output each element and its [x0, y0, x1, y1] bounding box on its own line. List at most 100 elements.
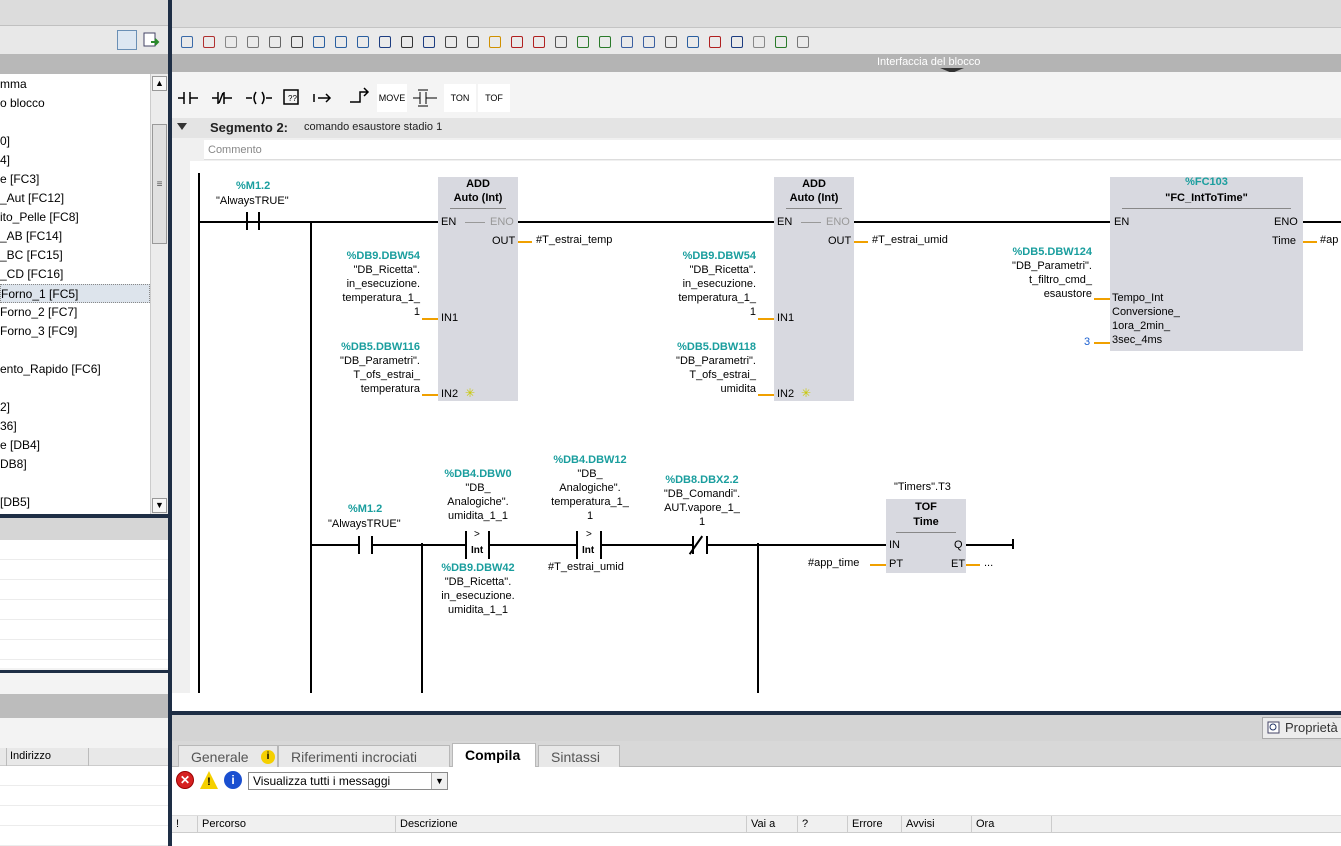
fc-in-operand[interactable]: %DB5.DBW124 "DB_Parametri". t_filtro_cmd… [1012, 246, 1092, 300]
cmp1-type[interactable]: Int [471, 545, 484, 556]
tof-instance[interactable]: "Timers".T3 [894, 481, 951, 493]
scroll-up-icon[interactable]: ▲ [152, 76, 167, 91]
tree-item[interactable] [0, 113, 150, 132]
segment-description[interactable]: comando esaustore stadio 1 [304, 121, 443, 133]
tree-item[interactable] [0, 474, 150, 493]
scroll-thumb[interactable]: ≡ [152, 124, 167, 244]
warnings-filter-icon[interactable]: ! [200, 771, 218, 789]
reference-back-icon[interactable] [639, 32, 657, 50]
block-pattern-icon[interactable] [265, 32, 283, 50]
tab-compila[interactable]: Compila [452, 743, 536, 768]
collapse-icon[interactable] [177, 123, 187, 130]
tree-item[interactable]: [DB5] [0, 495, 31, 509]
errors-filter-icon[interactable]: ✕ [176, 771, 194, 789]
info-filter-icon[interactable]: i [224, 771, 242, 789]
tree-item[interactable]: 36] [0, 419, 17, 433]
expand-all-icon[interactable] [375, 32, 393, 50]
collapse-icon[interactable] [397, 32, 415, 50]
navigate-up-icon[interactable] [463, 32, 481, 50]
contact-2-address[interactable]: %M1.2 [348, 503, 383, 515]
add-row-icon[interactable] [243, 32, 261, 50]
fc103-address[interactable]: %FC103 [1185, 176, 1228, 188]
goto-error-next-icon[interactable] [529, 32, 547, 50]
bottom-splitter[interactable] [172, 711, 1341, 715]
tree-item[interactable]: ento_Rapido [FC6] [0, 362, 101, 376]
insert-segment-icon[interactable] [177, 32, 195, 50]
main-splitter[interactable] [168, 0, 172, 846]
add2-in1-operand[interactable]: %DB9.DBW54 "DB_Ricetta". in_esecuzione. … [678, 250, 756, 318]
favorite-instructions[interactable]: ?? [174, 84, 514, 112]
jump-next-icon[interactable] [727, 32, 745, 50]
column-header[interactable]: Avvisi [902, 816, 972, 832]
left-splitter-1[interactable] [0, 514, 168, 518]
column-header[interactable]: Percorso [198, 816, 396, 832]
tree-scrollbar[interactable]: ▲ ≡ ▼ [150, 74, 168, 514]
cmp1-operand-b[interactable]: %DB9.DBW42 "DB_Ricetta". in_esecuzione. … [441, 562, 515, 616]
comment-icon[interactable] [353, 32, 371, 50]
toggle-display-icon[interactable] [683, 32, 701, 50]
view-details-icon[interactable] [309, 32, 327, 50]
tree-item[interactable]: 0] [0, 134, 11, 148]
segment-comment[interactable]: Commento [204, 140, 1341, 160]
tof-type[interactable]: Time [913, 516, 939, 528]
ton-instruction[interactable]: TON [444, 84, 476, 112]
add2-add-input-icon[interactable]: ✳ [801, 386, 812, 400]
cmp2-type[interactable]: Int [582, 545, 595, 556]
segment-header[interactable]: Segmento 2: comando esaustore stadio 1 [172, 118, 1341, 138]
tree-item[interactable]: Forno_2 [FC7] [0, 305, 78, 319]
fc-out-var[interactable]: #ap [1320, 234, 1339, 246]
properties-button[interactable]: Proprietà [1262, 717, 1341, 739]
tree-item[interactable]: 2] [0, 400, 11, 414]
tree-item[interactable]: _Aut [FC12] [0, 191, 65, 205]
view-all-segments-icon[interactable] [287, 32, 305, 50]
column-header[interactable]: ? [798, 816, 848, 832]
add2-in2-operand[interactable]: %DB5.DBW118 "DB_Parametri". T_ofs_estrai… [676, 341, 756, 395]
contact-1-name[interactable]: "AlwaysTRUE" [216, 195, 289, 207]
tof-pt-var[interactable]: #app_time [808, 557, 860, 569]
contact-2-name[interactable]: "AlwaysTRUE" [328, 518, 401, 530]
online-icon[interactable] [771, 32, 789, 50]
fc103-name[interactable]: "FC_IntToTime" [1165, 192, 1248, 204]
tree-item[interactable]: Forno_1 [FC5] [0, 284, 150, 303]
add2-type[interactable]: Auto (Int) [789, 192, 839, 204]
tree-item[interactable] [0, 379, 150, 398]
add1-in1-operand[interactable]: %DB9.DBW54 "DB_Ricetta". in_esecuzione. … [342, 250, 420, 318]
jump-prev-icon[interactable] [705, 32, 723, 50]
left-splitter-2[interactable] [0, 670, 168, 673]
add1-out-var[interactable]: #T_estrai_temp [536, 234, 613, 246]
tree-item[interactable]: _AB [FC14] [0, 229, 63, 243]
tof-et-var[interactable]: ... [984, 557, 994, 569]
jump-icon[interactable] [661, 32, 679, 50]
tree-item[interactable]: 4] [0, 153, 11, 167]
cmp2-operand-b[interactable]: #T_estrai_umid [548, 561, 624, 573]
tree-item[interactable]: _CD [FC16] [0, 267, 64, 281]
move-instruction[interactable]: MOVE [377, 84, 407, 112]
contact-1-address[interactable]: %M1.2 [236, 180, 271, 192]
close-all-icon[interactable] [441, 32, 459, 50]
empty-box-instruction[interactable] [410, 86, 440, 110]
column-header[interactable]: Errore [848, 816, 902, 832]
open-all-icon[interactable] [419, 32, 437, 50]
watch-icon[interactable] [749, 32, 767, 50]
snapshot-icon[interactable] [793, 32, 811, 50]
nc-contact-operand[interactable]: %DB8.DBX2.2 "DB_Comandi". AUT.vapore_1_ … [663, 474, 741, 528]
tree-item[interactable]: _BC [FC15] [0, 248, 63, 262]
add1-add-input-icon[interactable]: ✳ [465, 386, 476, 400]
block-interface-label[interactable]: Interfaccia del blocco [877, 56, 981, 68]
tof-instruction[interactable]: TOF [478, 84, 510, 112]
tree-item[interactable]: Forno_3 [FC9] [0, 324, 78, 338]
download-icon[interactable] [595, 32, 613, 50]
tab-generale[interactable]: Generale i [178, 745, 278, 767]
add-block-2[interactable] [774, 177, 854, 401]
cmp1-operand-a[interactable]: %DB4.DBW0 "DB_ Analogiche". umidita_1_1 [444, 468, 512, 522]
tree-item[interactable]: e [DB4] [0, 438, 41, 452]
add-block-1[interactable] [438, 177, 518, 401]
tree-item[interactable]: DB8] [0, 457, 27, 471]
monitor-icon[interactable] [573, 32, 591, 50]
scroll-down-icon[interactable]: ▼ [152, 498, 167, 513]
message-filter-select[interactable]: Visualizza tutti i messaggi ▼ [248, 772, 448, 790]
cmp2-operand-a[interactable]: %DB4.DBW12 "DB_ Analogiche". temperatura… [551, 454, 629, 522]
compare-icon[interactable] [551, 32, 569, 50]
view-absolute-icon[interactable] [331, 32, 349, 50]
tree-item[interactable]: ito_Pelle [FC8] [0, 210, 79, 224]
